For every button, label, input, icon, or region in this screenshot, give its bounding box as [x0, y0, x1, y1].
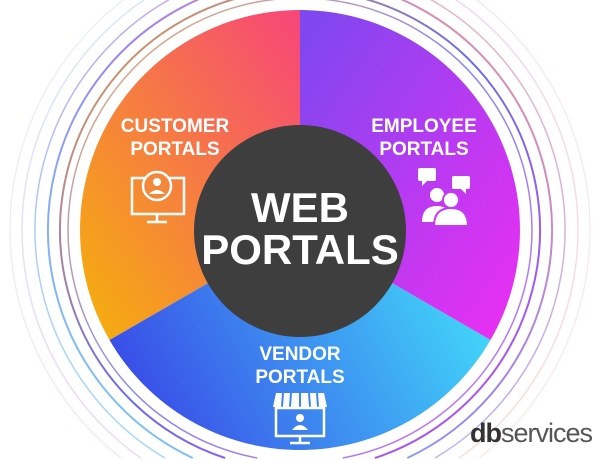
- logo-rest: services: [501, 418, 593, 448]
- customer-label-line1: CUSTOMER: [121, 116, 230, 137]
- ring: [21, 0, 579, 459]
- employee-label-line2: PORTALS: [379, 139, 468, 160]
- segment-vendor[interactable]: [109, 230, 491, 450]
- ring: [59, 0, 541, 459]
- vendor-label-line1: VENDOR: [259, 344, 341, 365]
- ring: [34, 0, 566, 459]
- ring: [67, 0, 533, 459]
- people-chat-icon: [418, 168, 470, 227]
- storefront-icon: [273, 392, 327, 445]
- center-circle: [194, 125, 406, 337]
- employee-label-line1: EMPLOYEE: [371, 116, 477, 137]
- customer-label-line2: PORTALS: [130, 139, 219, 160]
- center-title-line1: WEB: [251, 184, 349, 231]
- dbservices-logo: dbservices: [470, 418, 593, 448]
- vendor-label-line2: PORTALS: [255, 367, 344, 388]
- logo-bold: db: [470, 418, 502, 448]
- ring: [9, 0, 591, 459]
- monitor-user-icon: [130, 170, 186, 224]
- outer-rings: [9, 0, 591, 459]
- center-title-line2: PORTALS: [201, 226, 399, 273]
- ring: [47, 0, 553, 459]
